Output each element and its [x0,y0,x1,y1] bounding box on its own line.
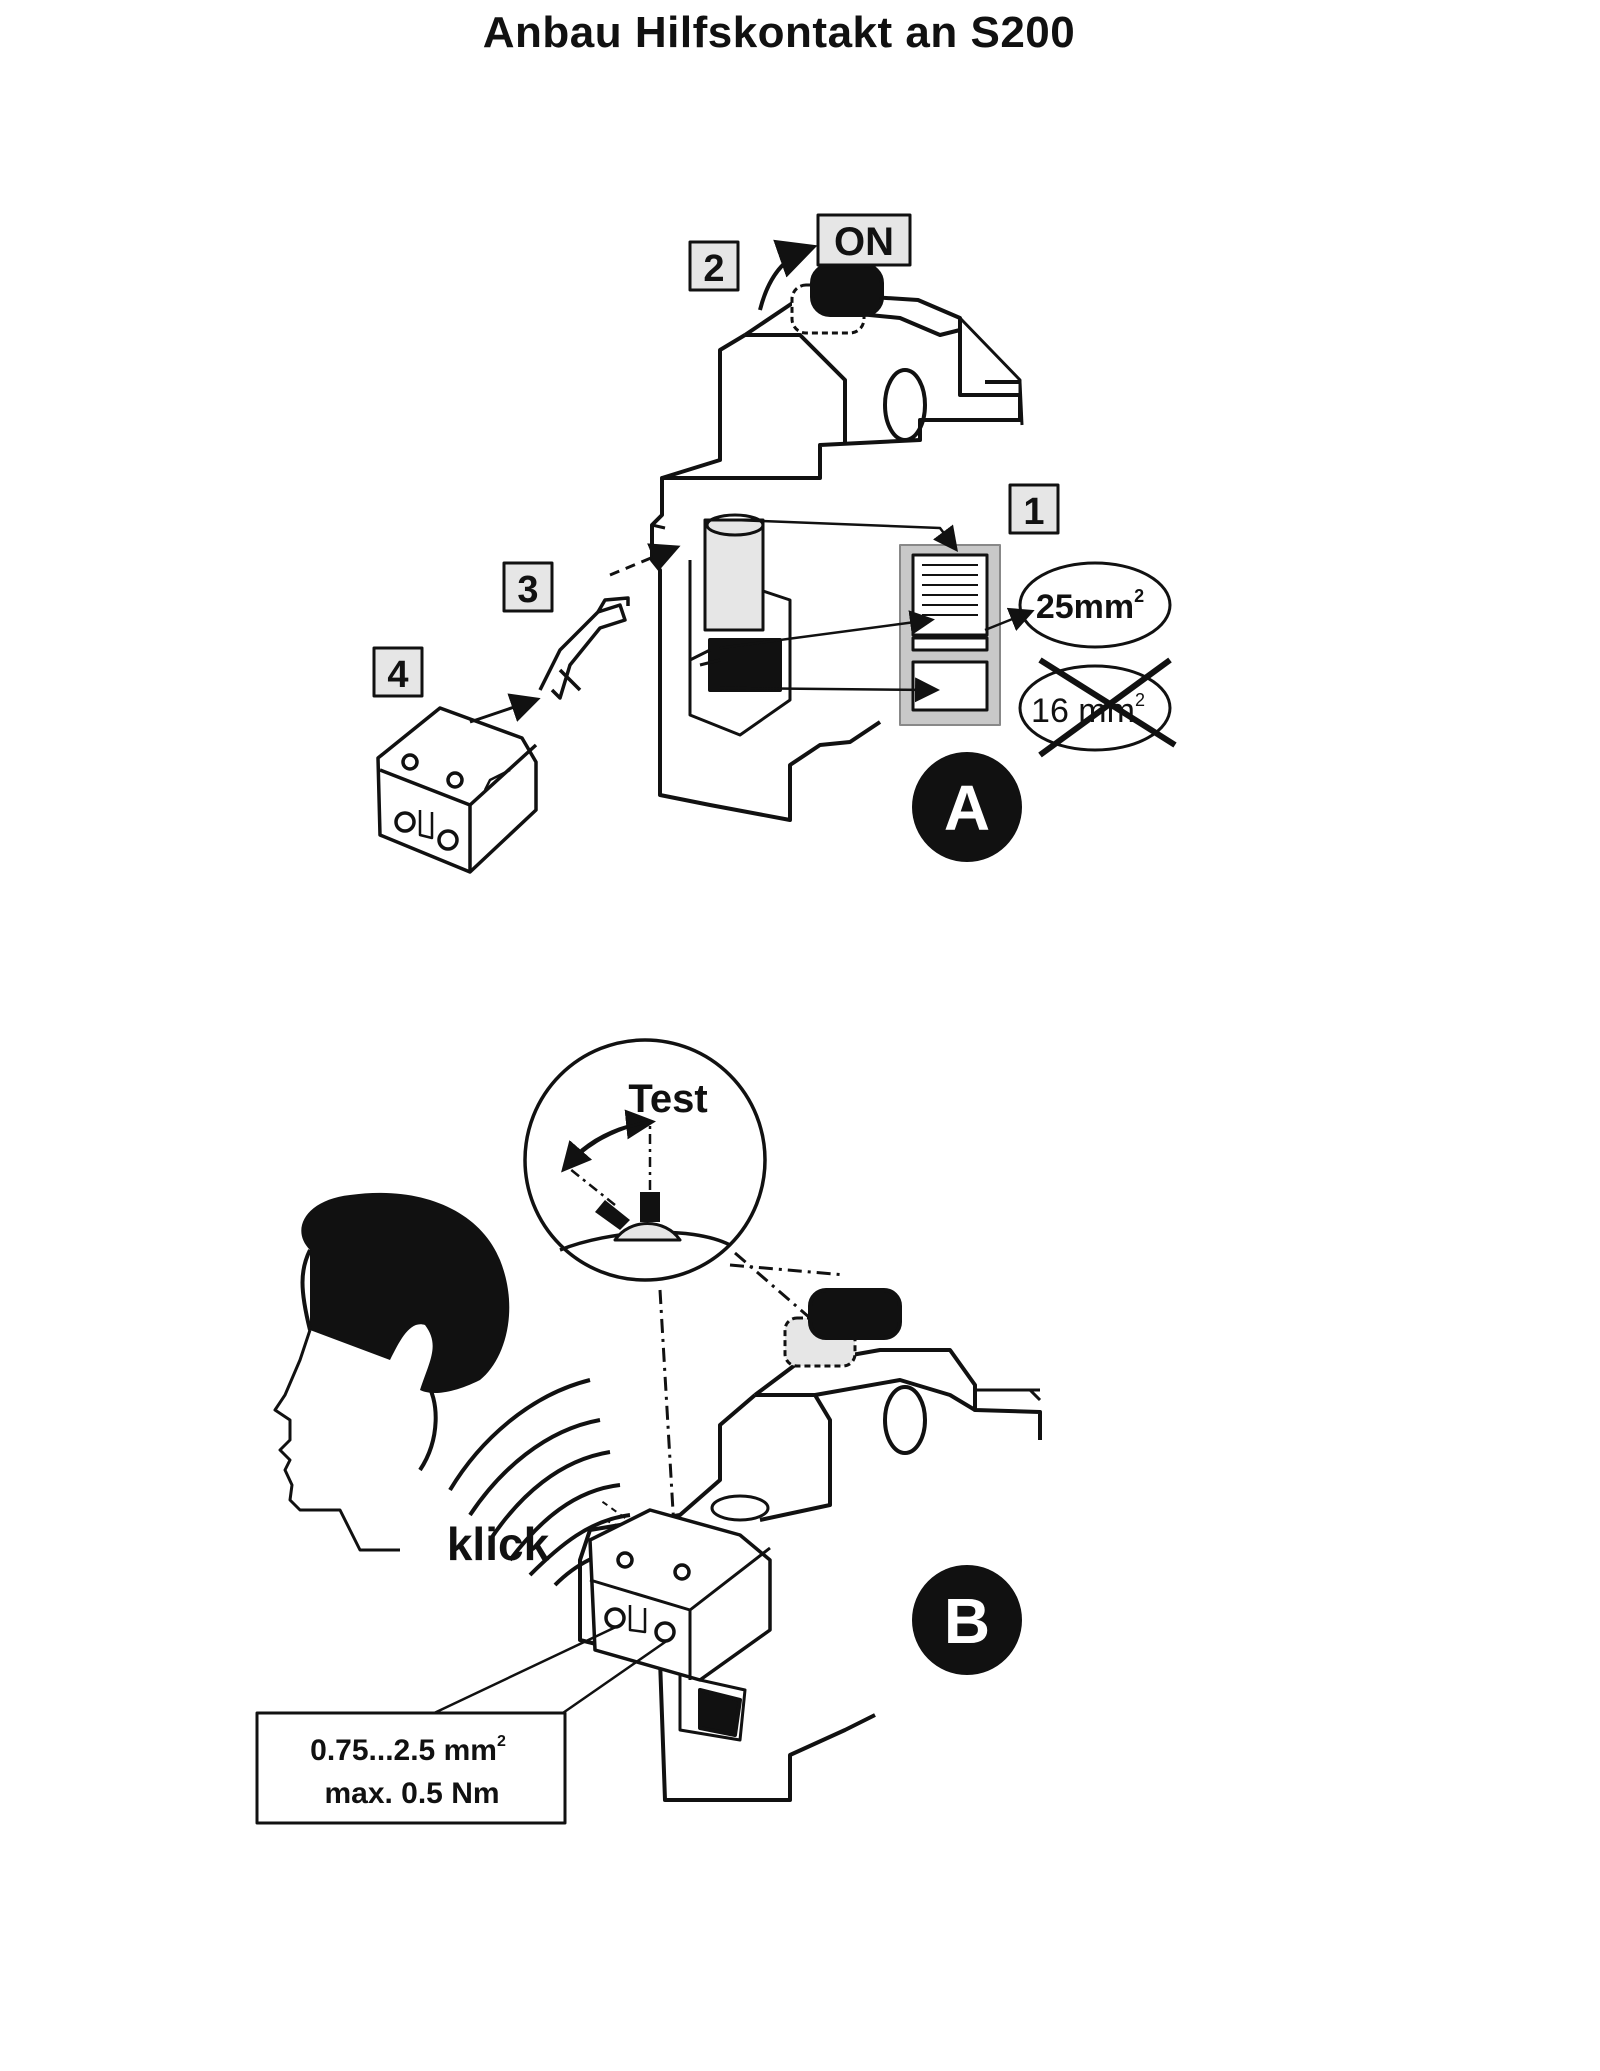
badge-b-letter: B [944,1585,990,1657]
leader-lines-a [719,518,1035,703]
step-box-2 [688,240,740,292]
wire-ok-value: 25mm [1036,588,1134,626]
panel-b [255,1038,1042,1825]
breaker-body-a [650,294,1024,822]
step-box-1 [1008,483,1060,535]
wire-not-ok-sup: 2 [1135,690,1145,710]
wire-ok-ellipse [1018,561,1172,649]
clip-part [538,543,681,700]
spec-line-1-value: 0.75...2.5 mm [310,1734,497,1767]
mounted-aux-contact [588,1508,772,1682]
toggle-lever [758,239,884,335]
panel-a [372,213,1177,874]
test-label: Test [628,1077,707,1121]
step-4-number: 4 [387,654,408,696]
step-box-3 [502,561,554,613]
wire-not-ok-ellipse [1018,664,1172,752]
toggle-lever-b [783,1288,902,1368]
wire-not-ok-value: 16 mm [1031,692,1135,730]
badge-a-letter: A [944,772,990,844]
spec-line-1: 0.75...2.5 mm2 [310,1733,506,1767]
on-label-box [816,213,912,267]
cross-out-mark [1038,657,1177,758]
aux-contact-block [376,693,541,874]
step-1-number: 1 [1023,491,1044,533]
klick-label: klick [447,1518,550,1570]
terminal-detail-box [899,544,1001,726]
step-2-number: 2 [703,248,724,290]
step-3-number: 3 [517,569,538,611]
zoom-leader-lines [658,1251,846,1546]
spec-line-2: max. 0.5 Nm [324,1777,499,1810]
test-zoom-circle [523,1038,767,1282]
spec-box [255,1711,567,1825]
wire-ok-sup: 2 [1134,586,1144,606]
badge-a-circle [912,752,1022,862]
page-title: Anbau Hilfskontakt an S200 [482,8,1076,57]
spec-leader-lines [429,1623,669,1717]
step-box-4 [372,646,424,698]
on-label: ON [834,220,894,264]
person-head [273,1192,510,1552]
badge-b-circle [912,1565,1022,1675]
terminal-window [688,513,792,737]
spec-line-1-sup: 2 [497,1733,506,1750]
wire-not-ok-label: 16 mm2 [1031,690,1145,730]
wire-ok-label: 25mm2 [1036,586,1144,626]
